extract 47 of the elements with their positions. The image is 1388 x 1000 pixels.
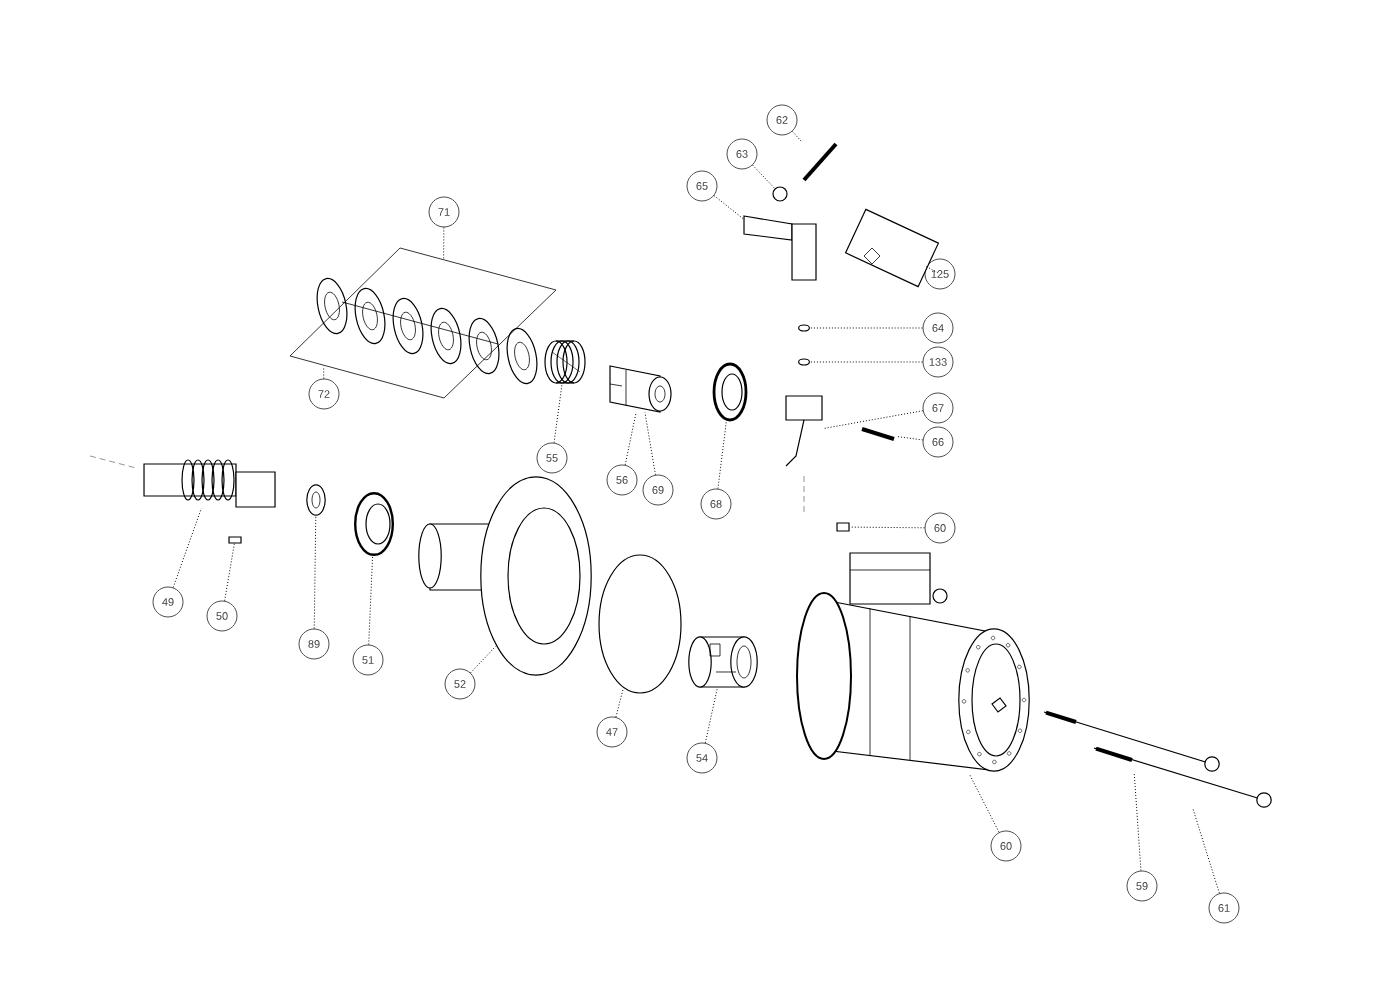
leader-line — [809, 327, 923, 329]
coupling — [609, 365, 672, 413]
leader-line — [1133, 771, 1142, 871]
leader-line — [809, 361, 923, 363]
leader-line — [368, 555, 374, 645]
shaft — [143, 459, 276, 508]
leader-line — [713, 195, 745, 220]
screw — [1043, 710, 1220, 772]
leader-line — [969, 773, 1000, 833]
nut — [772, 186, 788, 202]
leader-line — [925, 266, 939, 274]
leader-line — [553, 383, 563, 444]
leader-line — [791, 131, 803, 143]
leader-line — [443, 227, 445, 261]
leader-line — [752, 164, 776, 189]
bracket — [289, 247, 557, 399]
spring — [861, 427, 895, 441]
leader-line — [717, 421, 727, 490]
leader-line — [313, 515, 317, 629]
leader-line — [1192, 807, 1220, 894]
leader-line — [849, 526, 925, 529]
key — [836, 522, 850, 532]
cup — [688, 636, 758, 688]
o-ring — [798, 358, 810, 366]
leader-line — [823, 410, 924, 429]
leader-line — [172, 507, 202, 588]
leader-line — [323, 365, 325, 379]
leader-line — [224, 543, 235, 602]
leader-line — [895, 435, 924, 441]
leader-line — [470, 645, 497, 674]
seal-ring — [712, 362, 748, 422]
spring — [544, 340, 586, 384]
leader-line — [615, 687, 624, 718]
flange — [418, 476, 592, 676]
washer — [306, 484, 326, 516]
motor — [796, 552, 1030, 772]
lever — [743, 215, 817, 281]
bolt — [802, 142, 838, 182]
key — [228, 536, 242, 544]
leader-line — [644, 411, 656, 476]
leader-line — [624, 411, 637, 466]
o-ring — [798, 324, 810, 332]
clip — [785, 395, 823, 467]
leader-line — [704, 687, 718, 744]
screw — [1093, 746, 1272, 808]
o-ring — [598, 554, 682, 694]
bearing — [354, 492, 394, 556]
